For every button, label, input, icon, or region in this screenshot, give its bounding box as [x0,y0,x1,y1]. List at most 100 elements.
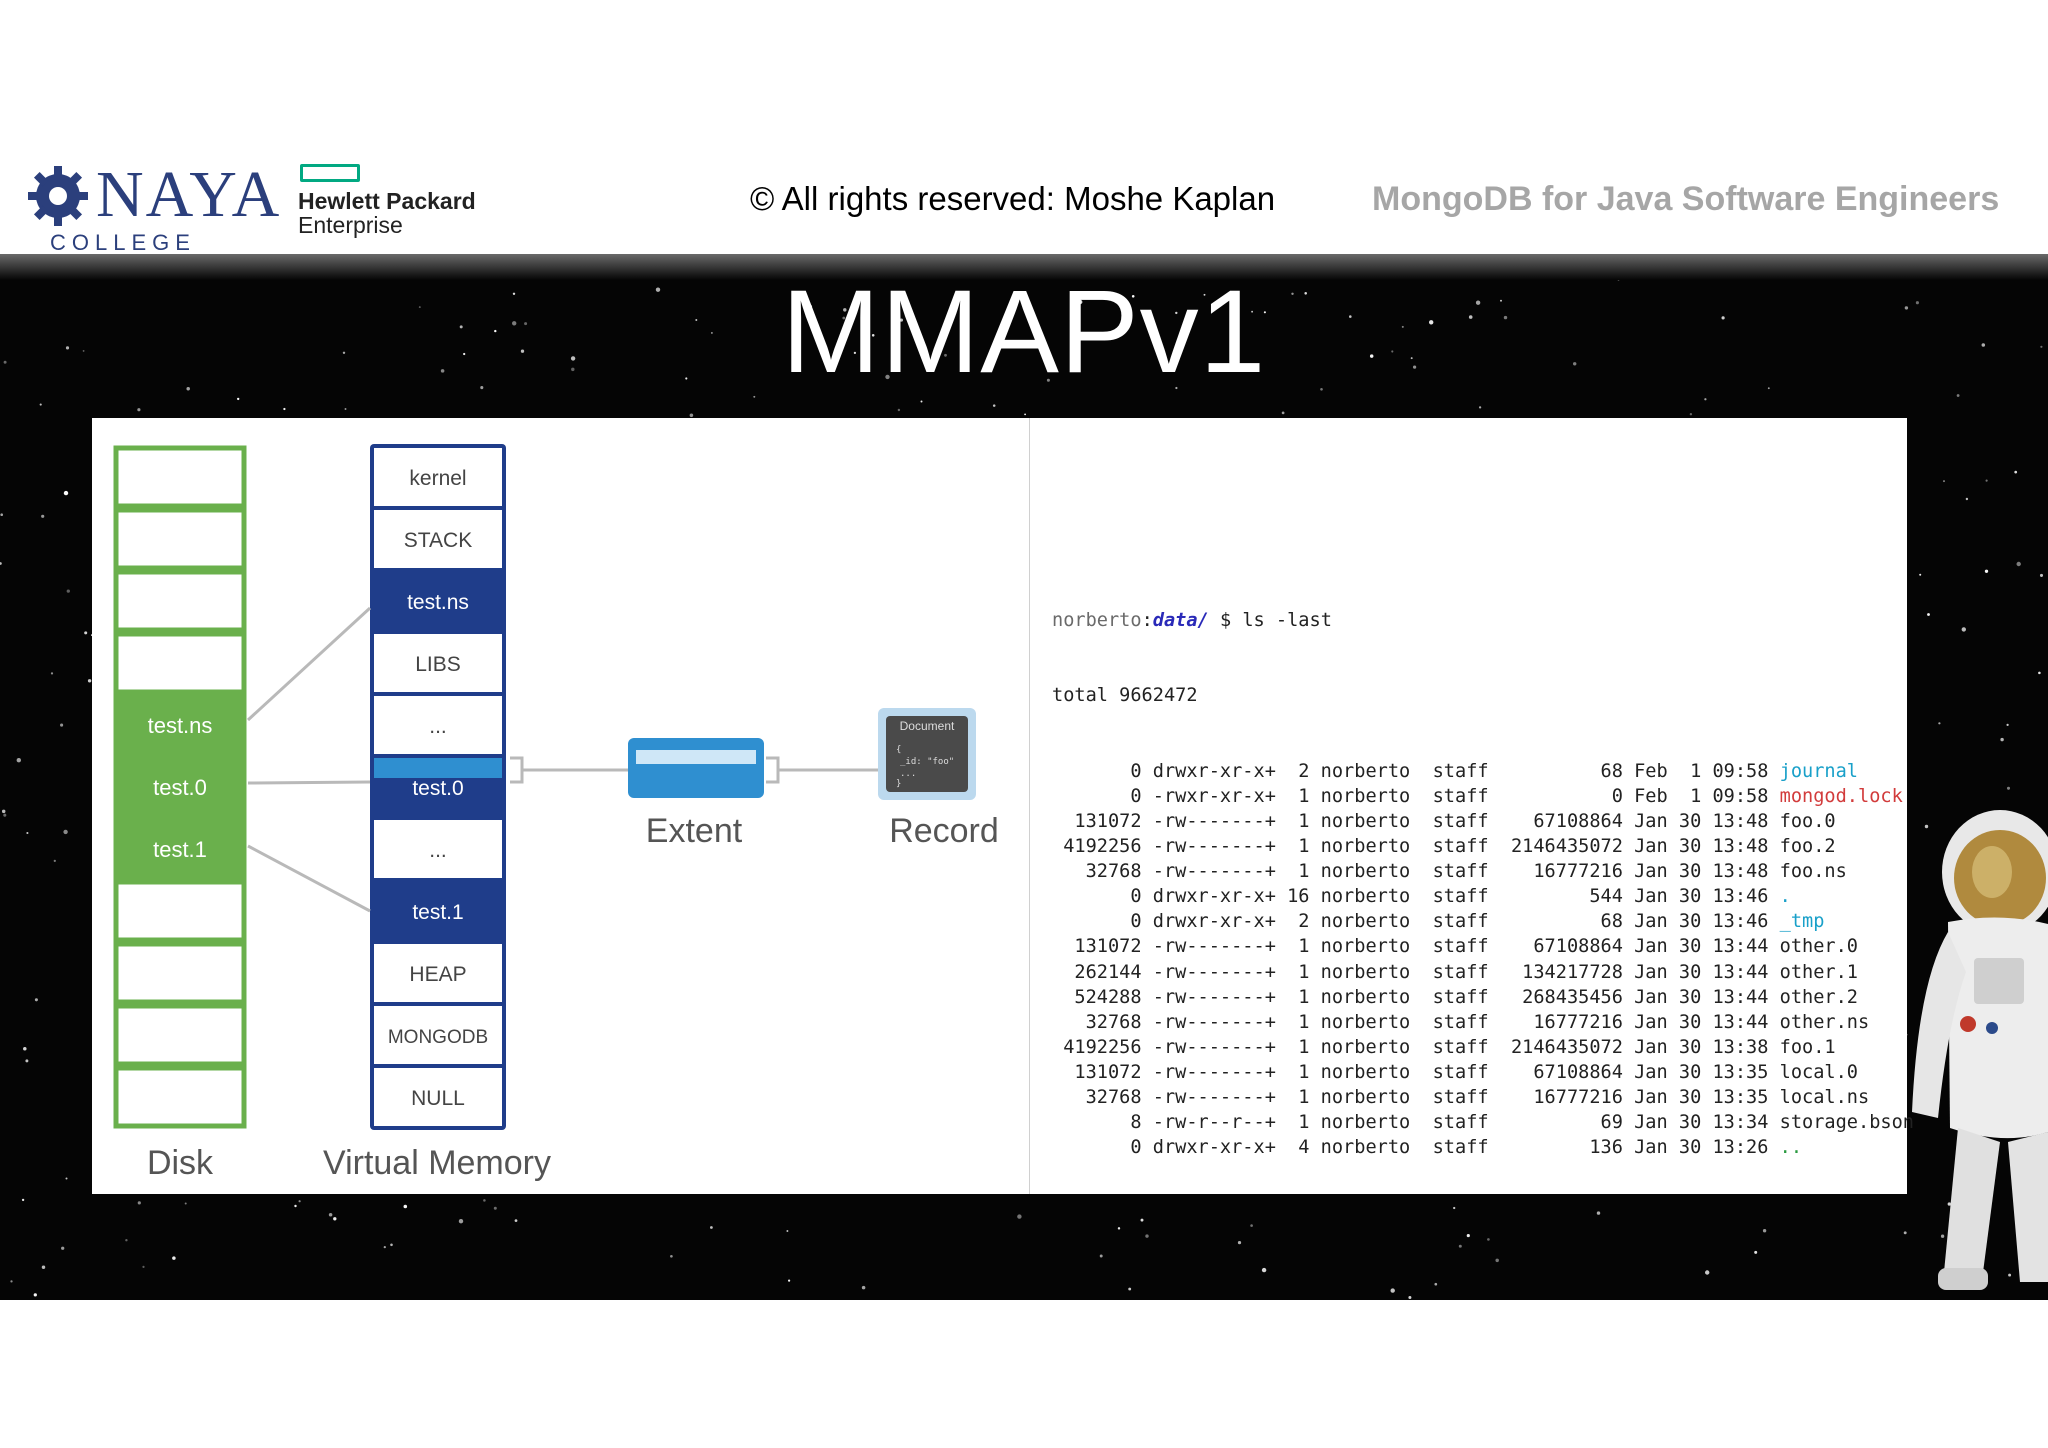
vm-cell [374,1006,502,1064]
terminal-listing-row: 4192256 -rw-------+ 1 norberto staff 214… [1052,834,1902,859]
star [1940,1234,1945,1238]
star [184,1202,187,1205]
listing-row-filename: other.ns [1779,1011,1870,1033]
terminal-prompt: norberto:data/ $ ls -last [1052,610,1332,632]
star [142,1265,145,1268]
star [53,859,56,863]
star [514,1219,518,1222]
vm-cell-label: MONGODB [388,1027,488,1048]
star [23,1046,27,1051]
listing-row-meta: 32768 -rw-------+ 1 norberto staff 16777… [1052,861,1780,883]
star [1263,311,1266,314]
star [1904,306,1909,310]
disk-label: Disk [147,1144,214,1182]
hpe-name-line1: Hewlett Packard [298,188,476,214]
star [1320,387,1323,391]
star [1478,406,1482,409]
star [1943,480,1945,483]
terminal-listing-row: 0 drwxr-xr-x+ 16 norberto staff 544 Jan … [1052,884,1902,909]
star [1984,569,1989,573]
star [788,1279,791,1282]
star [294,1204,297,1208]
listing-row-meta: 0 drwxr-xr-x+ 4 norberto staff 136 Jan 3… [1052,1137,1780,1159]
star [1401,325,1404,328]
disk-cell [113,1003,247,1067]
star [1369,354,1374,358]
star [125,1239,128,1242]
slide-header: NAYA COLLEGE Hewlett Packard Enterprise … [0,150,2048,255]
star [655,287,661,292]
star [670,1254,673,1258]
svg-text:_id: "foo": _id: "foo" [900,757,954,767]
star [1500,299,1502,302]
vm-cell [374,944,502,1002]
star [458,1219,464,1224]
star [1596,1211,1601,1215]
star [1349,315,1352,318]
star [403,1204,408,1209]
vm-cell-label: test.ns [407,591,469,614]
disk-cell [113,941,247,1005]
star [186,387,190,391]
background-fade [0,254,2048,280]
star [1410,357,1413,360]
listing-row-filename: . [1779,886,1791,908]
listing-row-filename: mongod.lock [1779,785,1903,807]
terminal-listing-row: 0 drwxr-xr-x+ 4 norberto staff 136 Jan 3… [1052,1135,1902,1160]
extent-label: Extent [646,812,743,850]
star [2039,573,2044,577]
star [87,679,92,683]
star [685,377,688,380]
star [2000,737,2004,742]
star [842,316,846,320]
hpe-element-icon [300,164,360,182]
star [440,369,445,373]
star [1429,320,1434,325]
star [1919,573,1922,576]
star [26,831,29,835]
star [520,349,525,353]
star [1128,1287,1132,1291]
star [1985,479,1988,482]
terminal-listing-row: 262144 -rw-------+ 1 norberto staff 1342… [1052,960,1902,985]
star [1767,387,1770,390]
star [0,562,2,565]
terminal-listing-row: 0 drwxr-xr-x+ 2 norberto staff 68 Feb 1 … [1052,759,1902,784]
star [1,809,6,814]
star [1927,613,1930,616]
listing-row-filename: foo.ns [1779,861,1847,883]
terminal-listing-row: 131072 -rw-------+ 1 norberto staff 6710… [1052,934,1902,959]
map-line-ns [246,606,372,722]
vm-cell-label: NULL [411,1087,465,1110]
star [50,672,54,675]
star [1458,1244,1462,1248]
star [1261,1267,1267,1273]
star [897,408,901,412]
star [2040,345,2043,348]
virtual-memory-label: Virtual Memory [323,1144,551,1182]
star [383,1245,386,1249]
star [41,514,45,518]
vm-cell [374,882,502,940]
star [1304,292,1307,295]
star [1915,301,1919,305]
star [1466,1234,1470,1238]
star [39,403,42,406]
star [871,334,875,337]
star [1140,1218,1144,1222]
star [1281,411,1285,415]
terminal-listing-row: 8 -rw-r--r--+ 1 norberto staff 69 Jan 30… [1052,1110,1914,1135]
star [1475,300,1481,305]
prompt-command: $ ls -last [1208,610,1332,632]
listing-row-meta: 262144 -rw-------+ 1 norberto staff 1342… [1052,961,1780,983]
slide-title: MMAPv1 [781,266,1267,398]
vm-cell-label: ... [429,839,447,862]
star [1754,1250,1758,1254]
prompt-user: norberto [1052,610,1142,632]
star [786,1230,789,1232]
star [843,308,847,312]
star [1175,311,1178,315]
star [1453,1206,1456,1210]
hpe-name-line2: Enterprise [298,212,403,238]
